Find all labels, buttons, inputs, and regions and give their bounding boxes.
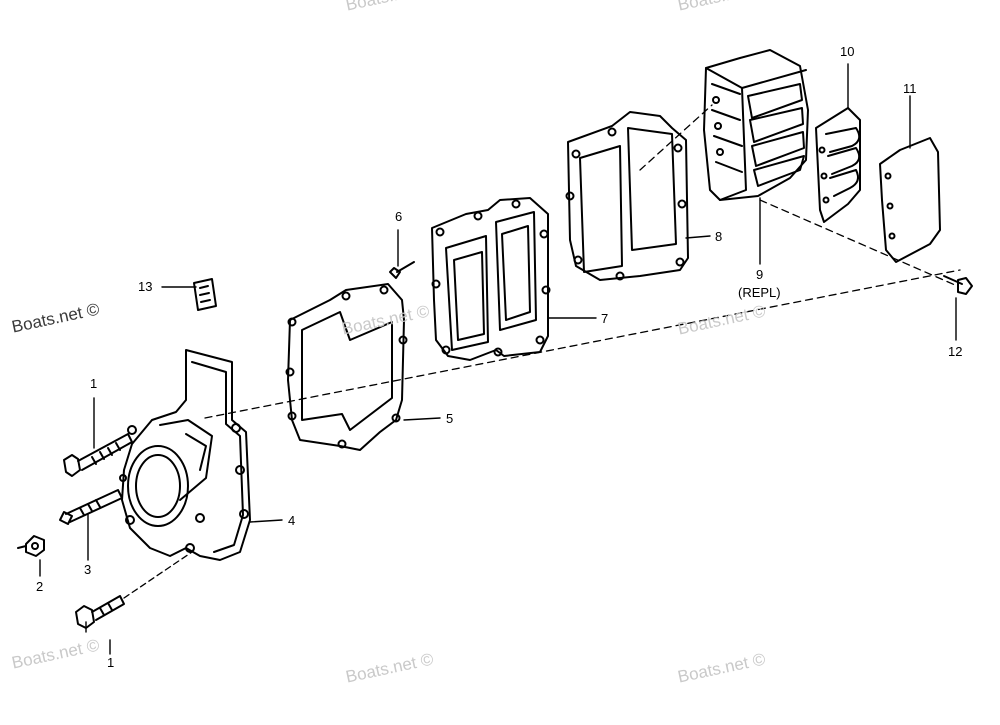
part-2-nut	[17, 535, 45, 557]
callout-1-lower: 1	[107, 655, 115, 670]
callout-7: 7	[601, 311, 609, 326]
part-3-stud	[59, 489, 123, 525]
part-11-stop-plate	[879, 137, 941, 263]
callout-3: 3	[84, 562, 92, 577]
callout-1-upper: 1	[90, 376, 98, 391]
assembly-axis-line	[204, 104, 961, 419]
part-1-bolt-lower	[75, 551, 193, 629]
part-4-adapter-plate	[119, 349, 251, 561]
callout-6: 6	[395, 209, 403, 224]
part-6-screw	[389, 261, 415, 279]
callout-9-note: (REPL)	[738, 285, 781, 300]
callout-10: 10	[840, 44, 855, 59]
part-8-gasket	[565, 111, 689, 281]
callout-2: 2	[36, 579, 44, 594]
part-12-screw	[943, 275, 973, 295]
callout-8: 8	[715, 229, 723, 244]
part-9-reed-block	[703, 49, 809, 201]
callout-13: 13	[138, 279, 153, 294]
part-10-reed-petals	[815, 107, 861, 223]
callout-12: 12	[948, 344, 963, 359]
part-5-gasket	[285, 283, 408, 451]
callout-11: 11	[903, 81, 917, 96]
part-1-bolt-upper	[63, 433, 133, 477]
callout-5: 5	[446, 411, 454, 426]
part-7-reed-plate	[431, 197, 551, 361]
leader-lines	[39, 63, 957, 655]
part-13-clip	[193, 278, 217, 311]
callout-4: 4	[288, 513, 296, 528]
callout-9: 9	[756, 267, 764, 282]
